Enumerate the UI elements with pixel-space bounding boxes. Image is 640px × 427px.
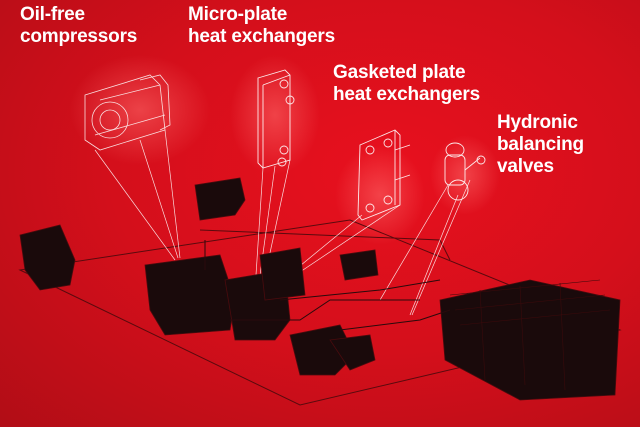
label-line: Micro-plate [188, 4, 288, 25]
gasketed-plate-wireframe [357, 129, 411, 221]
label-line: heat exchangers [333, 84, 480, 105]
label-line: compressors [20, 26, 138, 47]
label-line: Hydronic [497, 112, 578, 133]
leader-lines [94, 129, 471, 316]
label-micro-plate-heat-exchangers: Micro-plate heat exchangers [188, 4, 335, 48]
piping [204, 240, 451, 331]
label-line: valves [497, 156, 554, 177]
valve-wireframe [444, 142, 486, 201]
racks [449, 279, 611, 391]
label-oil-free-compressors: Oil-free compressors [20, 4, 137, 48]
label-hydronic-balancing-valves: Hydronic balancing valves [497, 112, 584, 178]
label-line: Oil-free [20, 4, 85, 25]
label-gasketed-plate-heat-exchangers: Gasketed plate heat exchangers [333, 62, 480, 106]
label-line: balancing [497, 134, 584, 155]
machinery [19, 177, 621, 401]
label-line: Gasketed plate [333, 62, 466, 83]
label-line: heat exchangers [188, 26, 335, 47]
